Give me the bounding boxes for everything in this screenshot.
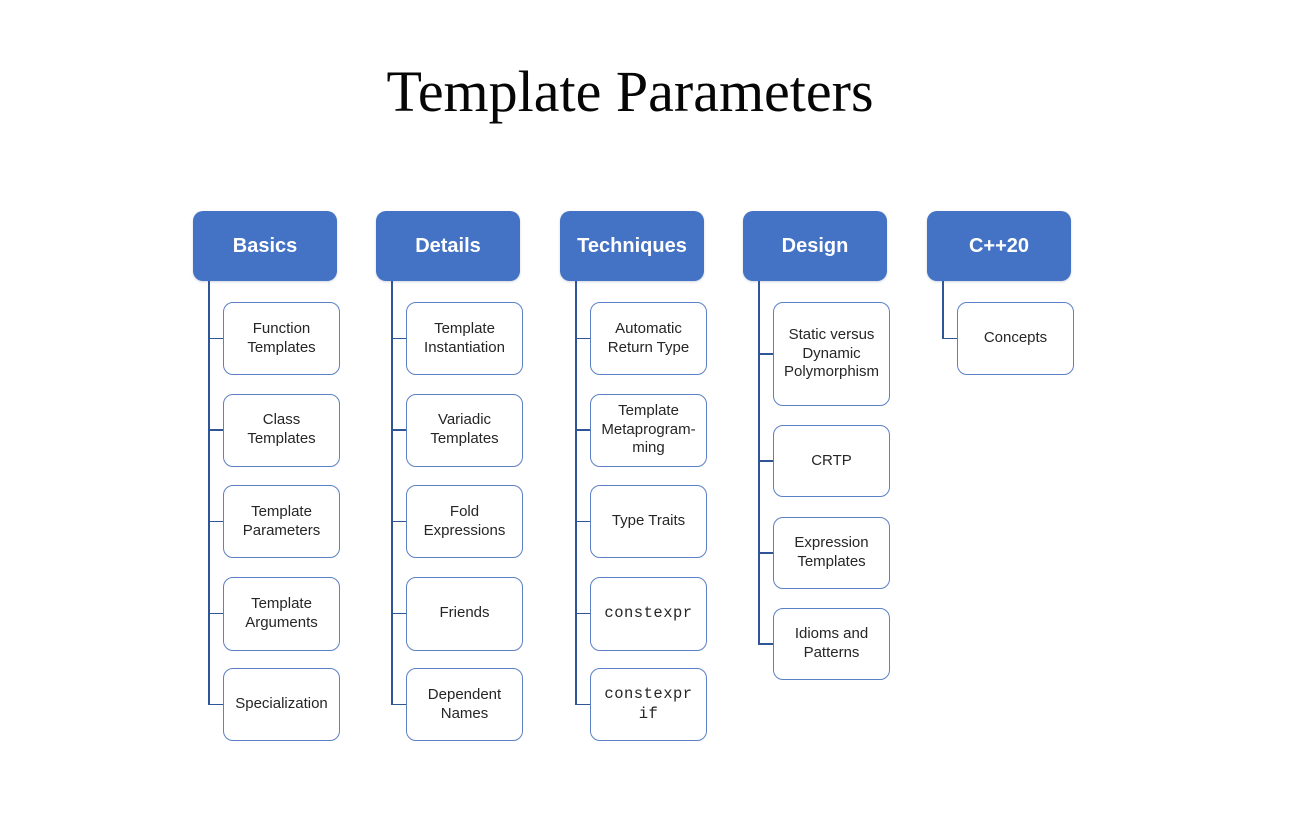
node-friends: Friends [406, 576, 523, 651]
connector-stub [575, 337, 590, 340]
connector-stub [208, 612, 223, 615]
connector-stub [208, 703, 223, 706]
node-label: Friends [439, 604, 490, 622]
node-label: Concepts [983, 329, 1048, 347]
connector-stub [208, 429, 223, 431]
column-header-details: Details [376, 211, 520, 281]
column-header-label: Techniques [577, 234, 687, 257]
node-label: Expression Templates [794, 534, 869, 570]
connector-stub [208, 520, 223, 523]
connector-line [942, 281, 944, 339]
node-specialization: Specialization [223, 668, 340, 741]
node-label: Template Parameters [242, 502, 321, 539]
connector-stub [391, 429, 406, 431]
connector-stub [575, 429, 590, 431]
connector-line [208, 281, 210, 705]
connector-stub [391, 520, 406, 523]
connector-stub [758, 643, 773, 645]
column-header-label: Details [415, 234, 481, 257]
node-template-arguments: Template Arguments [223, 576, 340, 651]
column-header-label: Design [781, 234, 849, 257]
connector-line [758, 281, 760, 644]
node-label: Type Traits [611, 512, 686, 530]
node-type-traits: Type Traits [590, 485, 707, 558]
node-function-templates: Function Templates [223, 302, 340, 375]
node-constexpr: constexpr [590, 576, 707, 651]
connector-stub [575, 612, 590, 615]
connector-line [575, 281, 577, 705]
node-automatic-return-type: Automatic Return Type [590, 302, 707, 375]
node-constexpr-if: constexpr if [590, 668, 707, 741]
node-static-versus-dynamic-polymorphism: Static versus Dynamic Polymorphism [773, 302, 890, 406]
node-idioms-and-patterns: Idioms and Patterns [773, 608, 890, 680]
connector-line [391, 281, 393, 705]
node-label: Specialization [235, 695, 328, 713]
connector-stub [758, 353, 773, 355]
node-label: Idioms and Patterns [794, 625, 869, 661]
node-crtp: CRTP [773, 425, 890, 497]
node-label: constexpr if [604, 685, 693, 723]
node-expression-templates: Expression Templates [773, 517, 890, 589]
connector-stub [942, 337, 957, 340]
node-fold-expressions: Fold Expressions [406, 485, 523, 558]
connector-stub [391, 337, 406, 340]
node-variadic-templates: Variadic Templates [406, 393, 523, 467]
node-template-metaprogram-ming: Template Metaprogram- ming [590, 393, 707, 467]
connector-stub [575, 520, 590, 523]
connector-stub [758, 460, 773, 462]
node-concepts: Concepts [957, 302, 1074, 375]
node-label: Variadic Templates [430, 411, 499, 447]
column-header-c-20: C++20 [927, 211, 1071, 281]
node-label: Static versus Dynamic Polymorphism [783, 325, 880, 381]
node-label: Automatic Return Type [607, 319, 690, 356]
node-label: Template Instantiation [424, 319, 505, 356]
node-label: Template Metaprogram- ming [601, 401, 696, 457]
node-label: Fold Expressions [423, 502, 506, 539]
connector-stub [208, 337, 223, 340]
node-label: Template Arguments [245, 594, 318, 631]
column-header-design: Design [743, 211, 887, 281]
node-dependent-names: Dependent Names [406, 668, 523, 741]
node-label: CRTP [811, 451, 852, 469]
node-label: constexpr [604, 603, 693, 622]
column-header-label: Basics [232, 234, 298, 257]
node-label: Function Templates [247, 319, 316, 356]
node-template-parameters: Template Parameters [223, 485, 340, 558]
connector-stub [391, 612, 406, 615]
page-title: Template Parameters [386, 59, 874, 124]
node-template-instantiation: Template Instantiation [406, 302, 523, 375]
connector-stub [758, 552, 773, 554]
node-label: Class Templates [247, 411, 316, 447]
node-label: Dependent Names [427, 685, 502, 722]
column-header-basics: Basics [193, 211, 337, 281]
column-header-label: C++20 [968, 234, 1030, 257]
connector-stub [575, 703, 590, 706]
connector-stub [391, 703, 406, 706]
node-class-templates: Class Templates [223, 393, 340, 467]
column-header-techniques: Techniques [560, 211, 704, 281]
